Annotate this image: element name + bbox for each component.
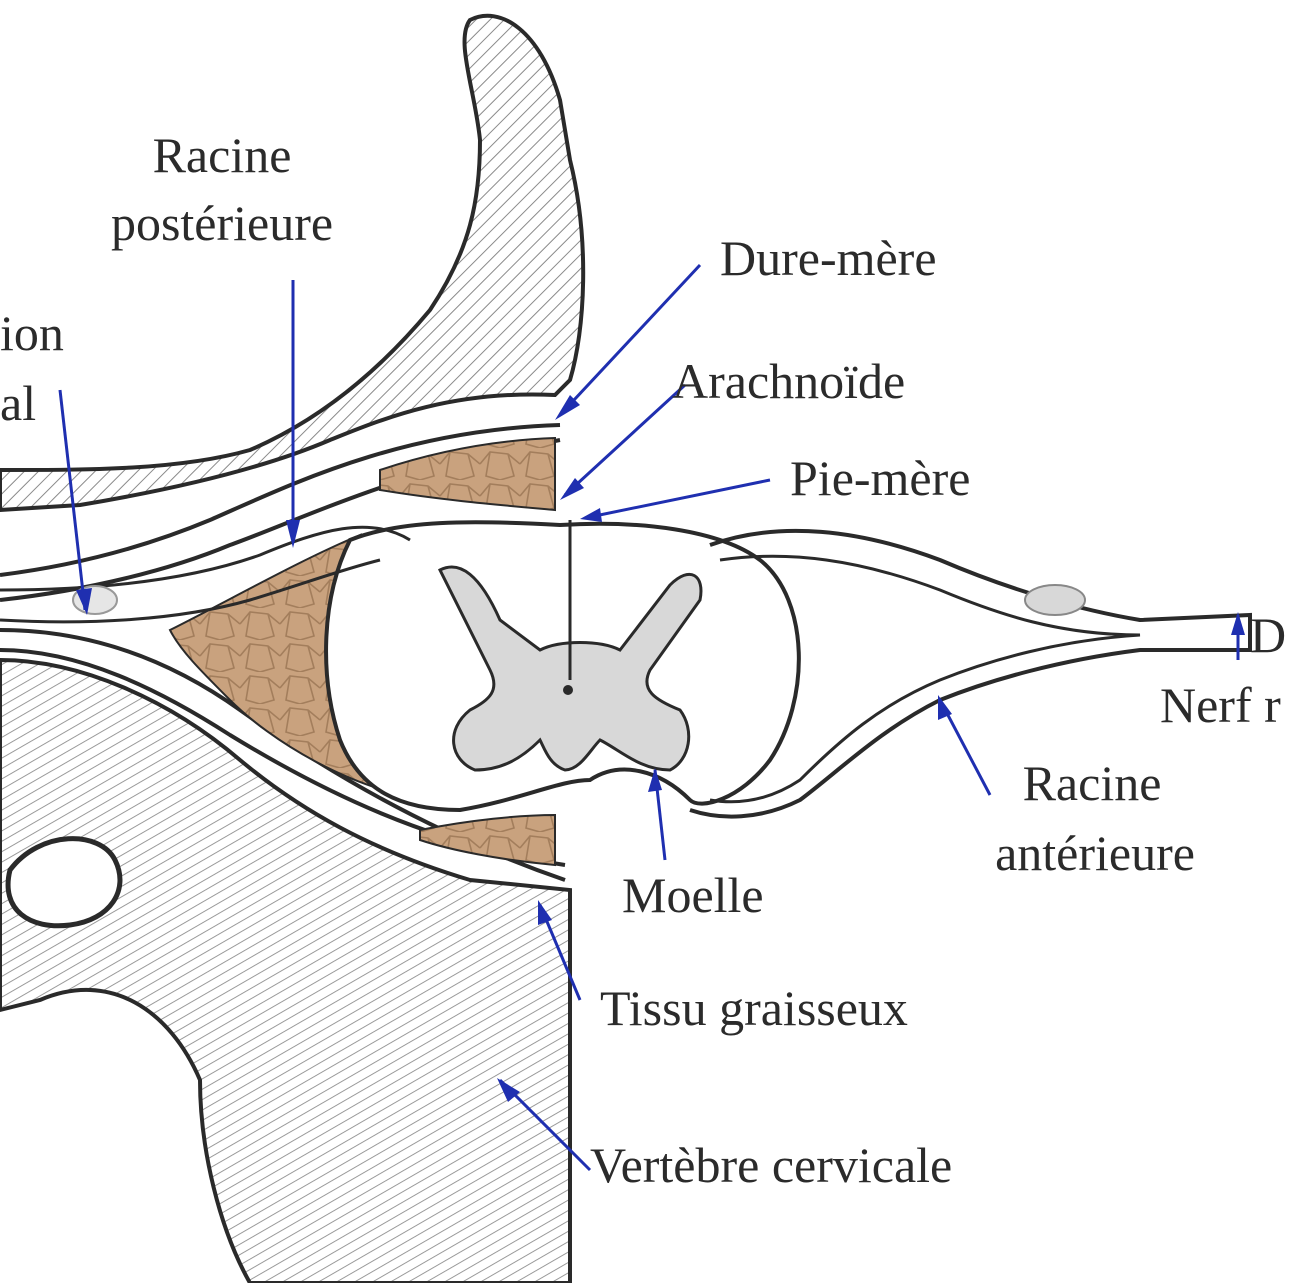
pointer-arachnoide — [565, 385, 685, 495]
label-racine-posterieure-2: postérieure — [111, 195, 333, 251]
label-arachnoide: Arachnoïde — [672, 353, 905, 409]
label-tissu-graisseux: Tissu graisseux — [600, 980, 908, 1036]
central-canal — [563, 685, 573, 695]
nerve-ganglion — [1025, 585, 1085, 615]
label-nerf-tip: D — [1250, 607, 1286, 663]
label-nerf: Nerf r — [1160, 677, 1281, 733]
pointer-pie-mere — [585, 480, 770, 518]
label-ganglion-2: al — [0, 375, 36, 431]
label-vertebre-cervicale: Vertèbre cervicale — [590, 1137, 952, 1193]
label-moelle: Moelle — [622, 867, 764, 923]
label-dure-mere: Dure-mère — [720, 230, 937, 286]
label-racine-anterieure-1: Racine — [1023, 755, 1162, 811]
label-racine-anterieure-2: antérieure — [995, 825, 1195, 881]
label-pie-mere: Pie-mère — [790, 450, 970, 506]
label-ganglion-1: ion — [0, 305, 64, 361]
label-racine-posterieure-1: Racine — [153, 127, 292, 183]
epidural-fat-upper — [380, 438, 555, 510]
epidural-fat-lower — [420, 815, 555, 865]
